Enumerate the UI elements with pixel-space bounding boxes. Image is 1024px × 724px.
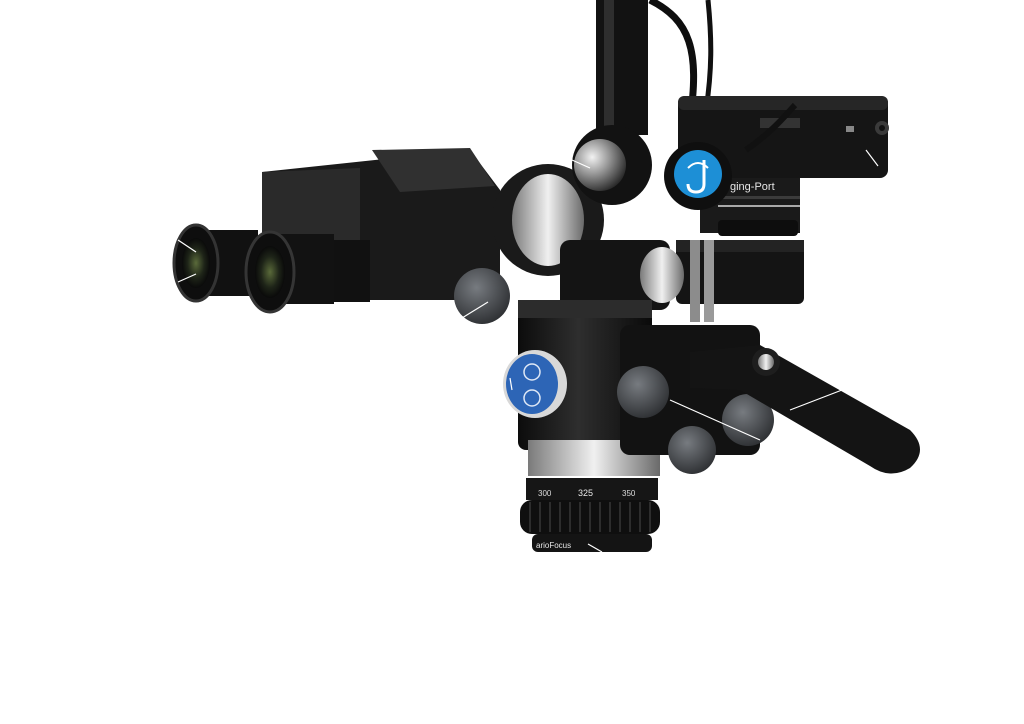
port-label: ging-Port xyxy=(730,181,775,193)
scale-left: 300 xyxy=(538,489,552,498)
handle-grip[interactable] xyxy=(690,345,920,474)
knob-right[interactable] xyxy=(722,394,774,446)
knob-front[interactable] xyxy=(617,366,669,418)
knob-lower[interactable] xyxy=(668,426,716,474)
imaging-port xyxy=(676,240,804,322)
cj-logo-icon xyxy=(664,142,732,210)
focus-label: arioFocus xyxy=(536,541,571,550)
focus-ring[interactable] xyxy=(520,478,660,552)
knob-upper[interactable] xyxy=(454,268,510,324)
scale-right: 350 xyxy=(622,489,636,498)
tilt-joint xyxy=(492,125,684,310)
eyepiece-right xyxy=(244,230,334,314)
dual-mode-badge-icon xyxy=(503,350,567,418)
leader-lines xyxy=(177,149,879,553)
scale-mid: 325 xyxy=(578,488,593,498)
